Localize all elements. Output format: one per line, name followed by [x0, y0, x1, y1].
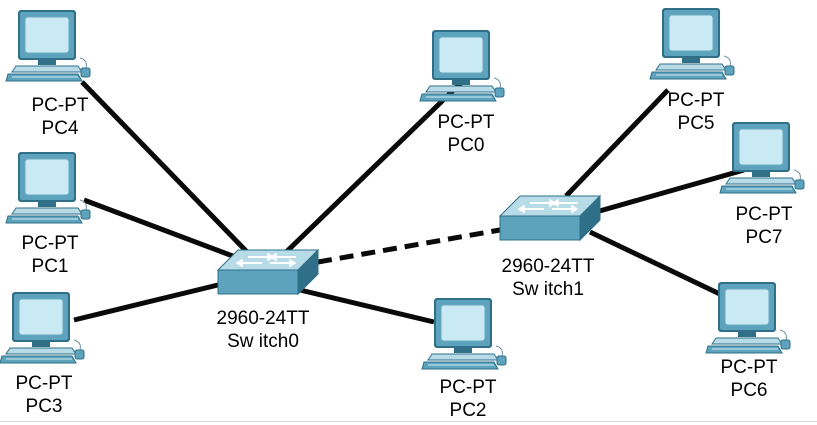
device-model: PC-PT: [437, 112, 495, 133]
device-label-pc1: PC-PT PC1: [10, 232, 90, 278]
device-name: PC1: [31, 256, 69, 277]
network-switch-icon[interactable]: [498, 194, 602, 242]
device-name: PC2: [449, 400, 487, 421]
link-pc3-switch0[interactable]: [73, 281, 223, 323]
device-name: PC4: [41, 118, 79, 139]
device-name: PC7: [745, 227, 783, 248]
link-pc5-switch1[interactable]: [564, 88, 670, 198]
desktop-pc-icon[interactable]: [0, 292, 85, 364]
link-pc1-switch0[interactable]: [83, 197, 239, 261]
desktop-pc-icon[interactable]: [419, 30, 505, 102]
device-label-switch1: 2960-24TT Sw itch1: [493, 255, 603, 301]
device-name: Sw itch1: [512, 279, 584, 300]
network-switch-icon[interactable]: [216, 248, 320, 296]
device-name: PC5: [677, 113, 715, 134]
device-label-pc3: PC-PT PC3: [4, 372, 84, 418]
desktop-pc-icon[interactable]: [649, 8, 735, 80]
device-model: 2960-24TT: [216, 308, 310, 329]
device-label-pc4: PC-PT PC4: [20, 94, 100, 140]
desktop-pc-icon[interactable]: [5, 152, 91, 224]
device-label-switch0: 2960-24TT Sw itch0: [208, 307, 318, 353]
device-model: PC-PT: [667, 90, 725, 111]
device-name: PC3: [25, 396, 63, 417]
desktop-pc-icon[interactable]: [421, 298, 507, 370]
device-model: PC-PT: [31, 95, 89, 116]
device-model: PC-PT: [15, 373, 73, 394]
desktop-pc-icon[interactable]: [705, 282, 791, 354]
bottom-divider: [0, 421, 817, 422]
link-pc0-switch0[interactable]: [278, 76, 468, 260]
device-model: PC-PT: [735, 204, 793, 225]
device-name: PC6: [730, 380, 768, 401]
device-label-pc6: PC-PT PC6: [709, 356, 789, 402]
device-model: 2960-24TT: [501, 256, 595, 277]
link-pc6-switch1[interactable]: [588, 229, 726, 299]
device-model: PC-PT: [720, 357, 778, 378]
link-pc7-switch1[interactable]: [595, 167, 745, 215]
link-switch0-switch1[interactable]: [317, 227, 501, 265]
device-model: PC-PT: [439, 377, 497, 398]
device-name: Sw itch0: [227, 331, 299, 352]
device-label-pc5: PC-PT PC5: [656, 89, 736, 135]
link-pc4-switch0[interactable]: [80, 80, 252, 257]
device-label-pc7: PC-PT PC7: [724, 203, 804, 249]
devices-layer: [0, 8, 805, 370]
desktop-pc-icon[interactable]: [719, 122, 805, 194]
device-name: PC0: [447, 135, 485, 156]
link-pc2-switch0[interactable]: [299, 287, 435, 325]
device-label-pc2: PC-PT PC2: [428, 376, 508, 422]
device-model: PC-PT: [21, 233, 79, 254]
desktop-pc-icon[interactable]: [5, 10, 91, 82]
device-label-pc0: PC-PT PC0: [426, 111, 506, 157]
links-layer: [73, 76, 745, 325]
